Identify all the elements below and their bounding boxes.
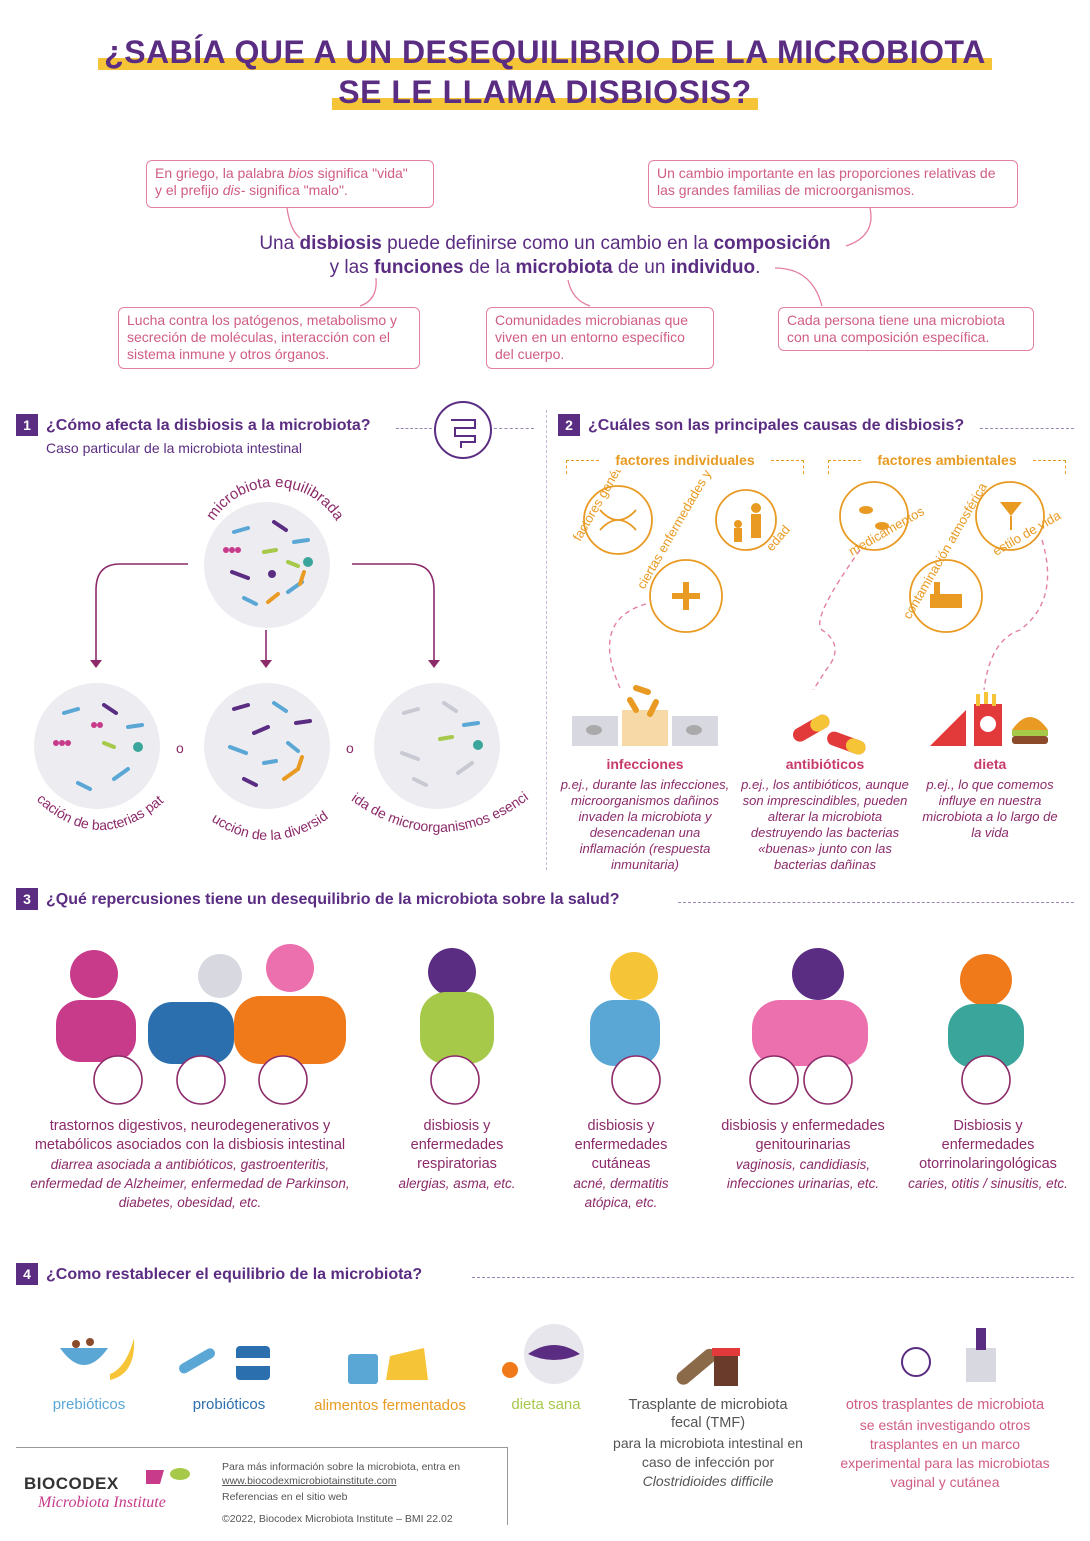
section3-divider	[678, 902, 1074, 903]
junk-food-icon	[930, 692, 1048, 746]
essential-loss-circle	[374, 683, 500, 809]
section3-number: 3	[16, 888, 38, 910]
or-label-2: o	[346, 740, 354, 756]
restoration-icons	[60, 1324, 996, 1386]
faded-bacteria-icon	[400, 701, 483, 787]
probiotics-label: probióticos	[192, 1396, 266, 1413]
svg-text:pérdida de microorganismos ese: pérdida de microorganismos esenciales	[340, 780, 531, 835]
svg-text:multiplicación de bacterias pa: multiplicación de bacterias patógenas	[20, 780, 166, 833]
logo-shape-icon	[146, 1468, 190, 1484]
respiratory-caption: disbiosis y enfermedades respiratorias a…	[398, 1118, 516, 1191]
footer-info: Para más información sobre la microbiota…	[222, 1461, 461, 1473]
health-people-illustration	[56, 944, 1024, 1105]
path3-label: pérdida de microorganismos esenciales	[340, 780, 531, 835]
section1-divider-2	[494, 428, 534, 429]
svg-text:medicamentos: medicamentos	[846, 503, 927, 559]
svg-text:edad: edad	[763, 522, 793, 554]
dna-icon	[599, 509, 637, 531]
skin-caption: disbiosis y enfermedades cutáneas acné, …	[573, 1118, 669, 1210]
svg-text:reducción de la diversidad: reducción de la diversidad	[196, 800, 331, 843]
section4-divider	[472, 1277, 1074, 1278]
antibiotic-capsules-icon	[792, 714, 866, 755]
page-title-line1: ¿SABÍA QUE A UN DESEQUILIBRIO DE LA MICR…	[0, 34, 1090, 71]
biocodex-logo: BIOCODEX	[24, 1474, 119, 1493]
fermented-foods-label: alimentos fermentados	[314, 1397, 466, 1414]
footer-copyright: ©2022, Biocodex Microbiota Institute – B…	[222, 1513, 453, 1525]
infection-cells-icon	[572, 685, 718, 746]
institute-logo-text: Microbiota Institute	[38, 1494, 166, 1511]
section2-title: ¿Cuáles son las principales causas de di…	[588, 417, 965, 434]
balanced-microbiota-circle	[204, 502, 330, 628]
reduced-diversity-icon	[228, 701, 312, 787]
pathogenic-bacteria-icon	[53, 703, 144, 791]
proportions-box: Un cambio importante en las proporciones…	[648, 160, 1018, 208]
svg-text:factores genéticos: factores genéticos	[570, 470, 636, 544]
section-column-divider	[546, 410, 547, 870]
svg-text:estilo de vida: estilo de vida	[990, 507, 1064, 558]
digestive-disorders-caption: trastornos digestivos, neurodegenerativo…	[30, 1118, 350, 1210]
section1-number: 1	[16, 414, 38, 436]
section4-number: 4	[16, 1263, 38, 1285]
or-label-1: o	[176, 740, 184, 756]
footer-divider	[16, 1447, 508, 1448]
section3-title: ¿Qué repercusiones tiene un desequilibri…	[46, 891, 620, 908]
path1-label: multiplicación de bacterias patógenas	[20, 780, 166, 833]
antibiotics-caption: antibióticos p.ej., los antibióticos, au…	[741, 756, 909, 872]
intestine-icon	[434, 401, 492, 459]
path2-label: reducción de la diversidad	[196, 800, 331, 843]
section4-title: ¿Como restablecer el equilibrio de la mi…	[46, 1266, 423, 1283]
section1-subtitle: Caso particular de la microbiota intesti…	[46, 440, 303, 456]
definition-connectors	[286, 207, 872, 307]
diet-caption: dieta p.ej., lo que comemos influye en n…	[922, 756, 1058, 840]
section2-divider	[980, 428, 1074, 429]
diversity-circle	[204, 683, 330, 809]
footer-references: Referencias en el sitio web	[222, 1491, 348, 1503]
genitourinary-caption: disbiosis y enfermedades genitourinarias…	[721, 1118, 885, 1191]
pathogen-circle	[34, 683, 160, 809]
section1-title: ¿Cómo afecta la disbiosis a la microbiot…	[46, 417, 371, 434]
footer-url-link[interactable]: www.biocodexmicrobiotainstitute.com	[222, 1475, 397, 1487]
other-transplants-caption: otros trasplantes de microbiota se están…	[840, 1397, 1050, 1490]
definition-line1: Una disbiosis puede definirse como un ca…	[259, 233, 831, 254]
section1-divider	[396, 428, 432, 429]
page-title-line2: SE LE LLAMA DISBIOSIS?	[0, 74, 1090, 111]
environmental-factors-label: factores ambientales	[862, 452, 1032, 468]
fmt-caption: Trasplante de microbiota fecal (TMF) par…	[613, 1397, 803, 1489]
prebiotics-label: prebióticos	[52, 1396, 126, 1413]
communities-box: Comunidades microbianas que viven en un …	[486, 307, 714, 369]
ent-caption: Disbiosis y enfermedades otorrinolaringo…	[908, 1118, 1068, 1191]
healthy-diet-label: dieta sana	[511, 1396, 581, 1413]
greek-definition-box: En griego, la palabra bios significa "vi…	[146, 160, 434, 208]
infections-caption: infecciones p.ej., durante las infeccion…	[560, 756, 730, 872]
individual-factors-label: factores individuales	[600, 452, 770, 468]
functions-box: Lucha contra los patógenos, metabolismo …	[118, 307, 420, 369]
person-box: Cada persona tiene una microbiota con un…	[778, 307, 1034, 351]
section2-number: 2	[558, 414, 580, 436]
bacteria-mix-icon	[223, 520, 313, 606]
section1-arrows	[90, 563, 440, 668]
definition-line2: y las funciones de la microbiota de un i…	[329, 257, 761, 278]
cause-factors-diagram: factores genéticos edad ciertas enfermed…	[570, 470, 1064, 690]
footer-vertical-divider	[507, 1447, 508, 1525]
